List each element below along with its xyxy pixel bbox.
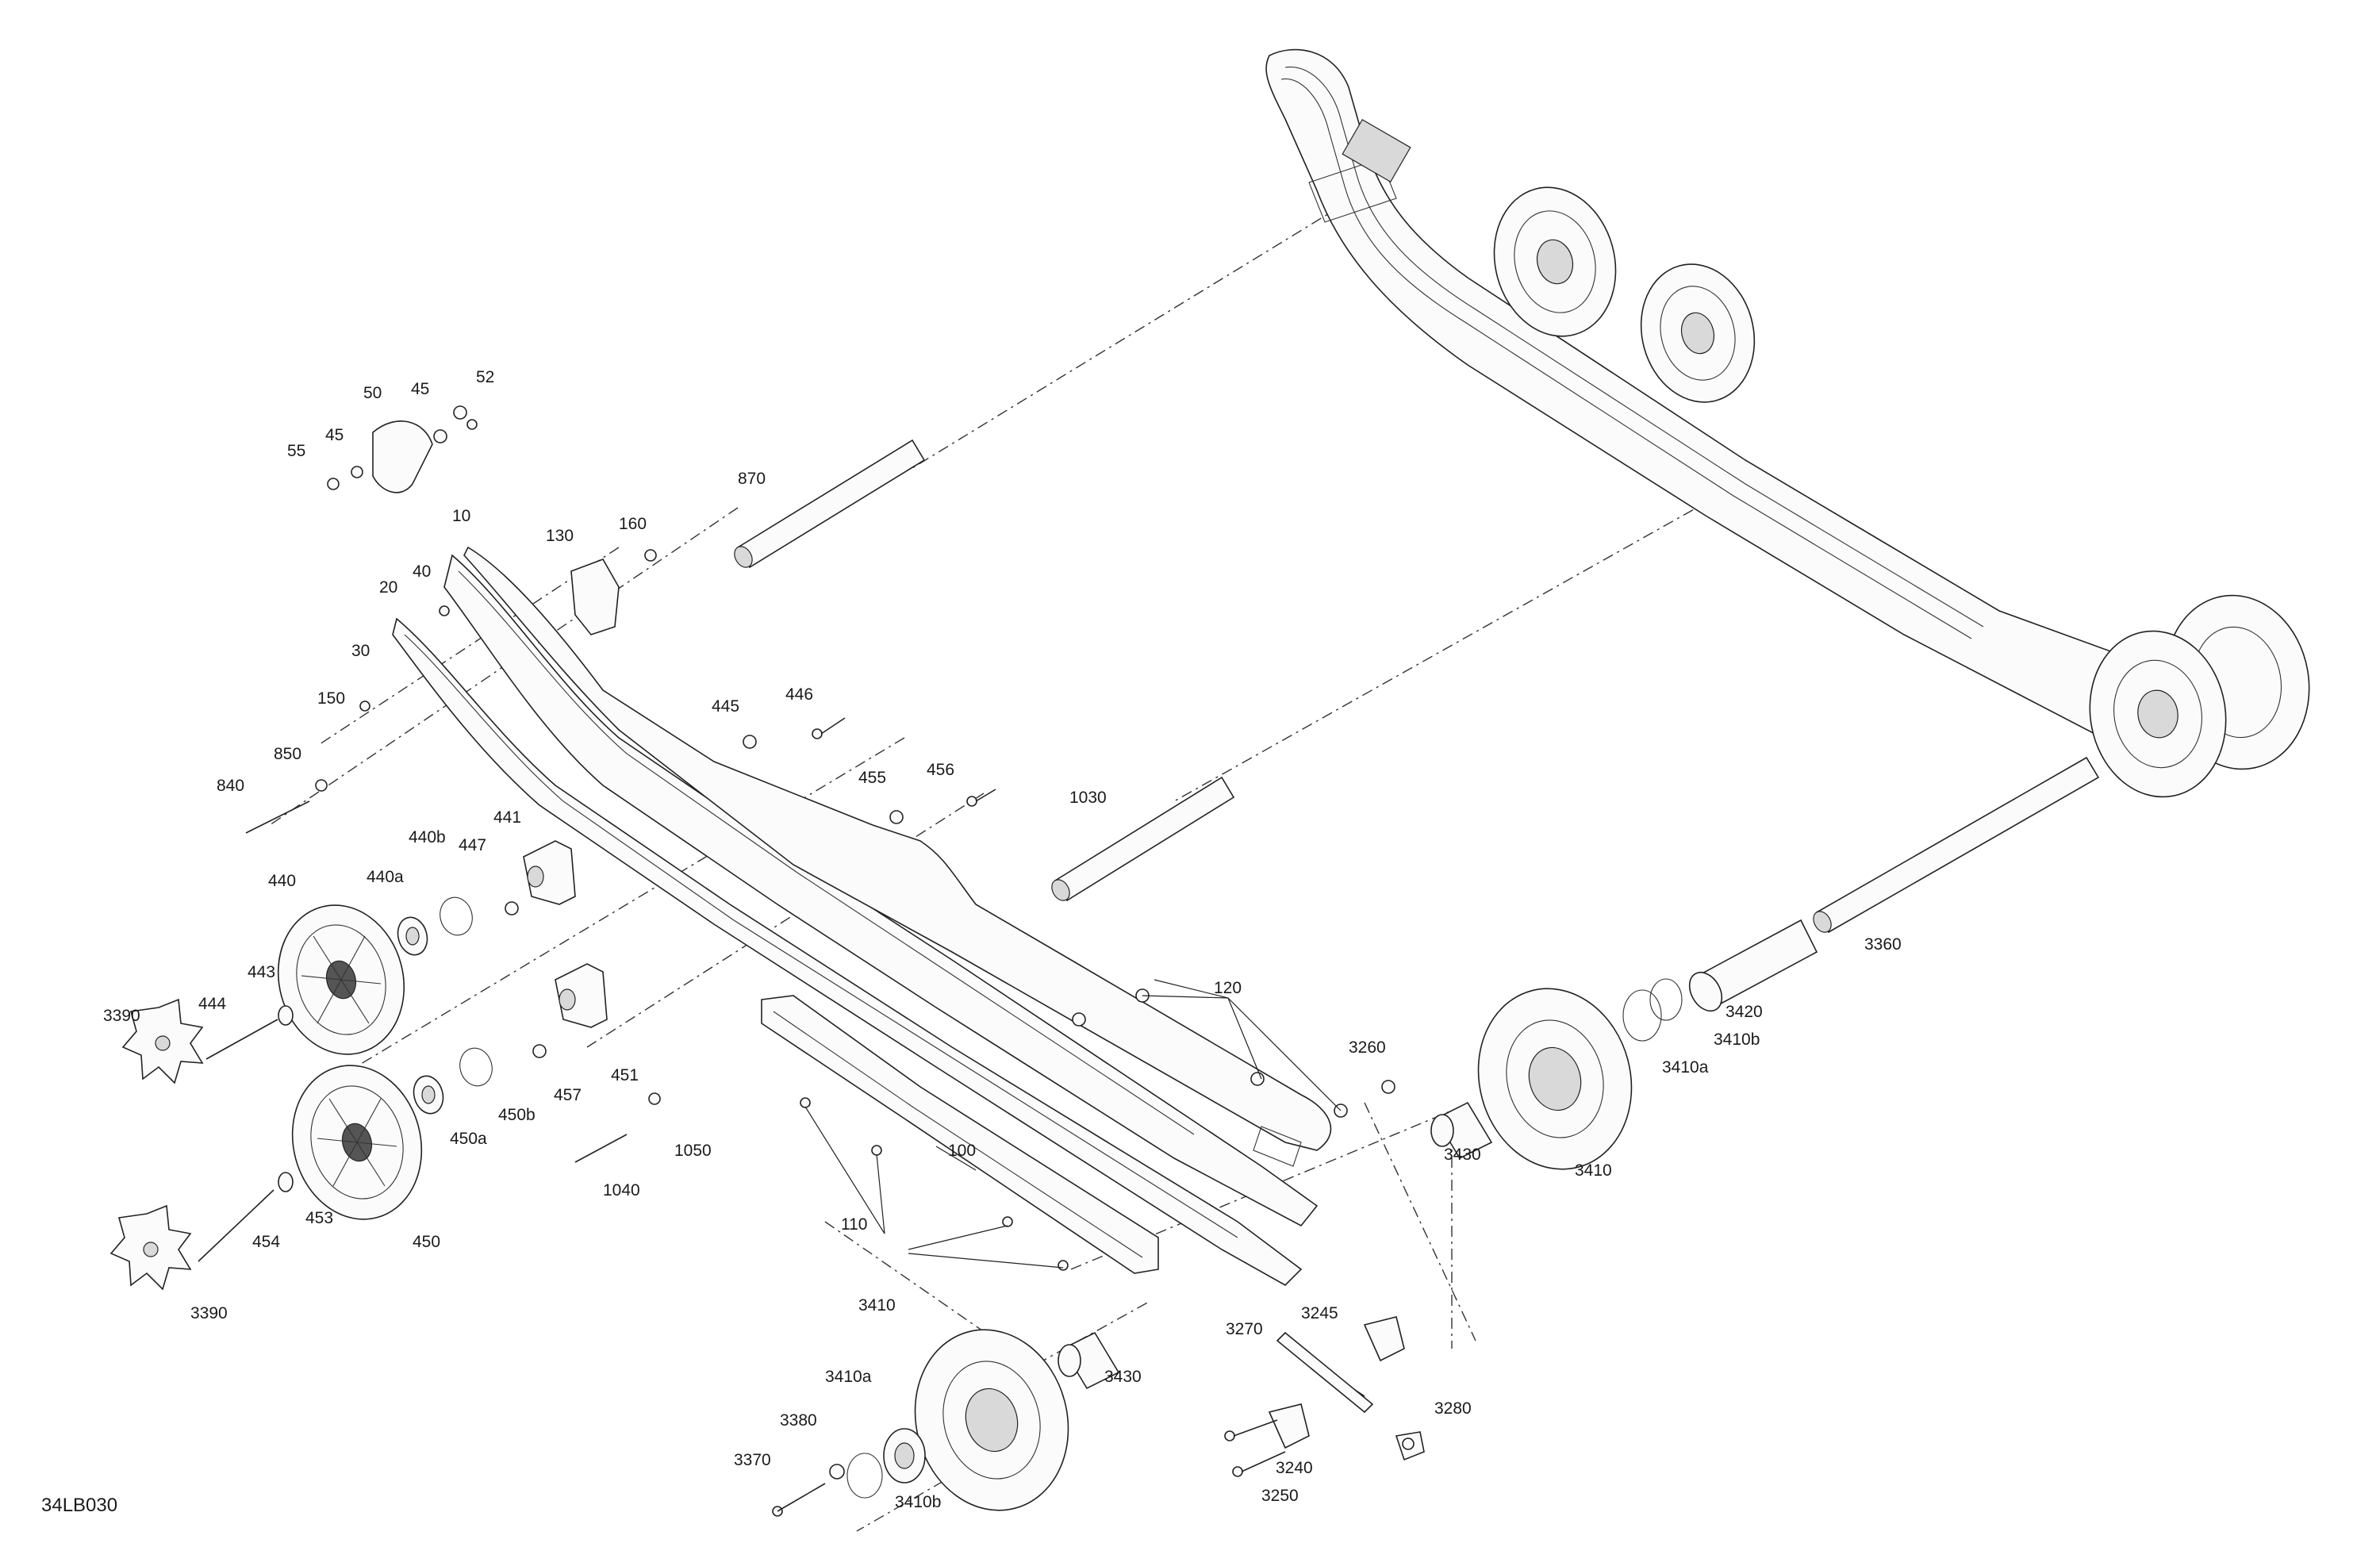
callout-c3390b: 3390 [190, 1304, 228, 1322]
callout-c455: 455 [858, 769, 886, 787]
callout-c52: 52 [476, 368, 494, 386]
callout-c440a: 440a [367, 868, 404, 886]
callout-c456: 456 [927, 761, 954, 779]
callout-c110: 110 [841, 1215, 867, 1234]
callout-c453: 453 [305, 1209, 333, 1227]
callout-c443: 443 [248, 963, 275, 981]
callout-c3360: 3360 [1864, 935, 1902, 954]
leader-lines [804, 979, 1342, 1269]
bracket-441 [523, 840, 576, 905]
callout-c20: 20 [379, 578, 397, 597]
rear-wheel-3410-top [1477, 978, 1683, 1170]
callout-c441: 441 [493, 808, 521, 827]
rail-stopper-130 [570, 558, 620, 635]
bracket-451 [555, 963, 608, 1028]
callout-c850: 850 [274, 745, 301, 763]
callout-c120: 120 [1214, 979, 1242, 997]
callout-c3410b_top: 3410b [1714, 1031, 1760, 1049]
callout-c840: 840 [217, 777, 244, 795]
callout-c150: 150 [317, 689, 345, 708]
fasteners [198, 405, 1415, 1517]
callout-c3410_top: 3410 [1575, 1161, 1612, 1180]
right-rail-assembly [1265, 48, 2310, 798]
callout-c40: 40 [413, 562, 431, 581]
rear-wheel-3410-bottom [846, 1329, 1069, 1511]
callout-c3270: 3270 [1226, 1320, 1263, 1338]
callout-c3420: 3420 [1726, 1003, 1763, 1021]
star-cap-3390-upper [121, 998, 204, 1084]
wear-strip-slider [761, 995, 1159, 1274]
star-cap-3390-lower [109, 1204, 192, 1291]
callout-c55: 55 [287, 442, 305, 460]
callout-c451: 451 [611, 1066, 639, 1084]
callout-c3370: 3370 [734, 1451, 771, 1469]
callout-c3430_bot: 3430 [1104, 1368, 1142, 1386]
callout-c1040: 1040 [603, 1181, 640, 1199]
callout-c445: 445 [712, 697, 739, 716]
callout-c3430_top: 3430 [1444, 1146, 1481, 1164]
callout-c3410a_top: 3410a [1662, 1058, 1709, 1077]
callout-c3260: 3260 [1349, 1038, 1386, 1057]
bearings [278, 896, 493, 1192]
callout-c50: 50 [363, 384, 382, 402]
rail-idler-wheel-2 [1640, 263, 1756, 403]
callout-c100: 100 [948, 1142, 976, 1160]
callout-c45a: 45 [325, 426, 344, 444]
wheel-450 [291, 1065, 423, 1220]
callout-c3245: 3245 [1301, 1304, 1338, 1322]
rail-idler-wheel-1 [1493, 186, 1617, 337]
callout-c3410a_bot: 3410a [825, 1368, 872, 1386]
callout-c45b: 45 [411, 380, 429, 398]
callout-c457: 457 [554, 1086, 582, 1104]
callout-c446: 446 [785, 685, 813, 704]
callout-c130: 130 [546, 527, 574, 545]
callout-c10: 10 [452, 507, 470, 525]
callout-c870: 870 [738, 470, 766, 488]
spacer-3420 [1688, 919, 1818, 1012]
callout-c160: 160 [619, 515, 647, 533]
left-slide-rail [392, 546, 1332, 1286]
callout-c440b: 440b [409, 828, 446, 846]
callout-c454: 454 [252, 1233, 280, 1251]
callout-c450b: 450b [498, 1106, 536, 1124]
shaft-870 [734, 439, 926, 569]
callout-c447: 447 [459, 836, 486, 854]
callout-c1050: 1050 [674, 1142, 712, 1160]
callout-c3250: 3250 [1261, 1487, 1299, 1505]
rail-rear-wheel-inner [2089, 630, 2227, 798]
bracket-50 [372, 420, 433, 493]
callout-c3410b_bot: 3410b [895, 1493, 941, 1511]
callout-c3240: 3240 [1276, 1459, 1313, 1477]
adjuster-hardware [1268, 1316, 1425, 1461]
spacers-3430 [1058, 1101, 1493, 1390]
callout-c440: 440 [268, 872, 296, 890]
diagram-reference-number: 34LB030 [41, 1495, 117, 1516]
shaft-1030 [1051, 776, 1235, 902]
callout-c1030: 1030 [1069, 789, 1107, 807]
callout-labels: 52 50 45 45 55 870 10 130 160 40 20 30 150 850 840 445 4… [103, 368, 1902, 1511]
callout-c30: 30 [351, 642, 370, 660]
callout-c3280: 3280 [1434, 1399, 1472, 1418]
callout-c3380: 3380 [780, 1411, 817, 1430]
callout-c450a: 450a [450, 1130, 487, 1148]
callout-c3390a: 3390 [103, 1007, 140, 1025]
callout-c444: 444 [198, 995, 226, 1013]
callout-c450: 450 [413, 1233, 440, 1251]
callout-c3410_bot: 3410 [858, 1296, 896, 1315]
wheel-440 [277, 904, 405, 1055]
shaft-3360 [1813, 756, 2100, 934]
